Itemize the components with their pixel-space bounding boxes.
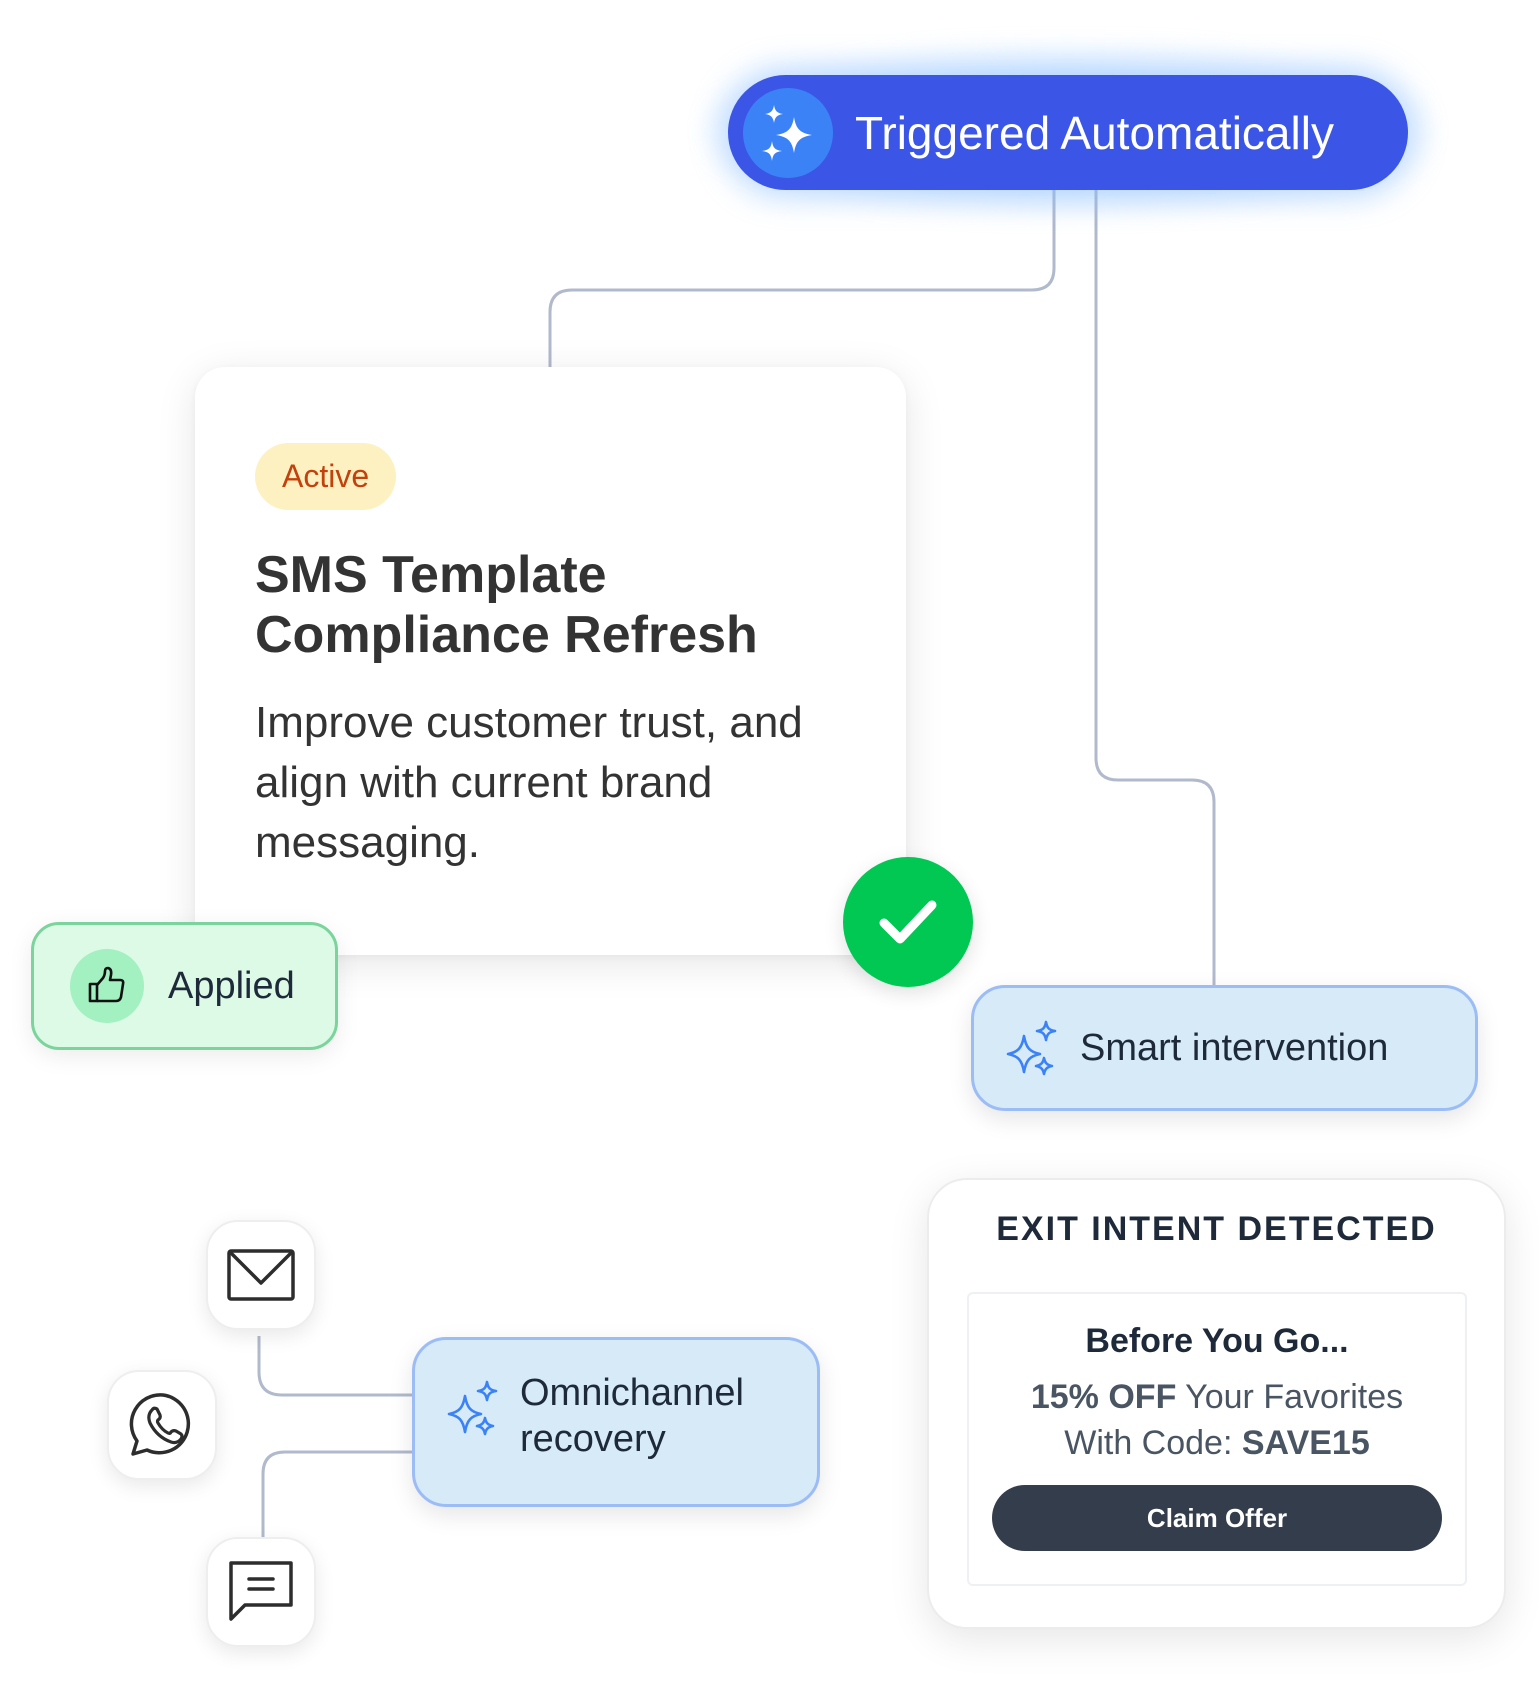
card-description: Improve customer trust, and align with c…	[255, 698, 803, 867]
channel-whatsapp[interactable]	[107, 1370, 217, 1480]
recommendation-card[interactable]: Active SMS Template Compliance Refresh I…	[195, 367, 906, 955]
channel-sms[interactable]	[206, 1537, 316, 1647]
envelope-icon	[227, 1249, 295, 1301]
whatsapp-icon	[129, 1393, 191, 1456]
smart-intervention-label: Smart intervention	[1080, 1026, 1389, 1069]
applied-pill[interactable]: Applied	[31, 922, 338, 1050]
claim-offer-button[interactable]: Claim Offer	[992, 1485, 1442, 1551]
status-badge: Active	[255, 443, 397, 510]
sparkles-icon	[447, 1380, 498, 1436]
connector-trigger-to-smart	[1094, 190, 1216, 985]
smart-intervention-node[interactable]: Smart intervention	[971, 985, 1478, 1111]
offer-code-prefix: With Code:	[1064, 1424, 1242, 1462]
applied-label: Applied	[168, 964, 295, 1007]
connector-email-to-omni	[257, 1336, 412, 1397]
exit-intent-title: EXIT INTENT DETECTED	[996, 1210, 1437, 1248]
offer-discount: 15% OFF	[1030, 1378, 1177, 1416]
offer-subject: Your Favorites	[1176, 1378, 1404, 1416]
trigger-pill[interactable]: Triggered Automatically	[728, 75, 1408, 190]
exit-intent-card: EXIT INTENT DETECTED Before You Go... 15…	[927, 1178, 1506, 1629]
offer-heading: Before You Go...	[1085, 1322, 1349, 1360]
omnichannel-label: Omnichannel recovery	[520, 1372, 744, 1460]
offer-text: 15% OFF Your Favorites With Code: SAVE15	[969, 1374, 1465, 1466]
sparkles-icon	[1006, 1020, 1057, 1076]
omnichannel-recovery-node[interactable]: Omnichannel recovery	[412, 1337, 820, 1507]
channel-email[interactable]	[206, 1220, 316, 1330]
connector-chat-to-omni	[261, 1450, 412, 1537]
check-circle-icon	[843, 857, 973, 987]
card-title: SMS Template Compliance Refresh	[255, 546, 758, 664]
offer-popup: Before You Go... 15% OFF Your Favorites …	[967, 1292, 1467, 1586]
chat-bubble-icon	[229, 1561, 293, 1621]
offer-code: SAVE15	[1241, 1424, 1370, 1462]
thumbs-up-icon	[70, 949, 144, 1023]
trigger-label: Triggered Automatically	[855, 106, 1334, 159]
sparkles-icon	[743, 87, 833, 178]
